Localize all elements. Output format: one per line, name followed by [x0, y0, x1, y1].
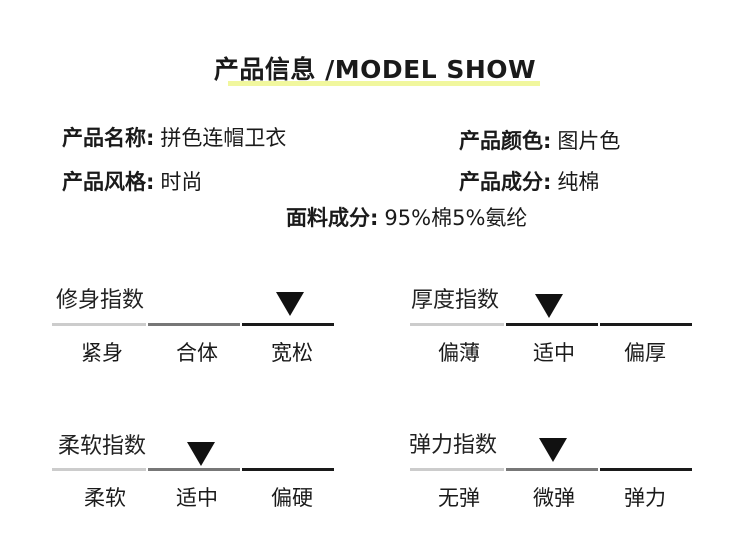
scale-fit-marker — [276, 292, 304, 316]
scale-softness-option-2: 适中 — [176, 486, 218, 510]
scale-elasticity-title: 弹力指数 — [409, 433, 498, 458]
scale-fit-bar-3 — [242, 323, 334, 326]
scale-thickness-title: 厚度指数 — [411, 288, 500, 313]
scale-softness-option-1: 柔软 — [84, 486, 126, 510]
info-color-value: 图片色 — [557, 129, 621, 153]
scale-fit-option-3: 宽松 — [271, 341, 313, 365]
scale-softness-bar-1 — [52, 468, 146, 471]
scale-thickness-bar-2 — [506, 323, 598, 326]
scale-thickness-bar-1 — [410, 323, 504, 326]
scale-elasticity-bar-2 — [506, 468, 598, 471]
info-fabric: 面料成分:95%棉5%氨纶 — [286, 202, 527, 232]
info-style-value: 时尚 — [160, 170, 203, 194]
info-composition: 产品成分:纯棉 — [459, 166, 599, 196]
scale-fit-bar-1 — [52, 323, 146, 326]
title-highlight — [227, 81, 541, 86]
title-wrap: 产品信息 /MODEL SHOW — [210, 50, 541, 86]
scale-softness-bar-2 — [148, 468, 240, 471]
scale-thickness-marker — [535, 294, 563, 318]
scale-softness-marker — [187, 442, 215, 466]
scale-elasticity-bar-3 — [600, 468, 692, 471]
scale-thickness-bar-3 — [600, 323, 692, 326]
info-composition-value: 纯棉 — [557, 170, 600, 194]
scale-elasticity-option-2: 微弹 — [533, 486, 575, 510]
scale-fit-option-2: 合体 — [176, 341, 218, 365]
page-title: 产品信息 /MODEL SHOW — [0, 50, 750, 86]
title-text: 产品信息 /MODEL SHOW — [213, 55, 537, 84]
info-color-label: 产品颜色: — [459, 129, 552, 153]
info-name: 产品名称:拼色连帽卫衣 — [62, 122, 286, 152]
scale-fit-bar-2 — [148, 323, 240, 326]
info-fabric-value: 95%棉5%氨纶 — [384, 206, 528, 230]
scale-softness-title: 柔软指数 — [58, 434, 147, 459]
scale-fit-title: 修身指数 — [56, 288, 145, 313]
scale-elasticity-option-3: 弹力 — [624, 486, 666, 510]
info-style: 产品风格:时尚 — [62, 166, 202, 196]
scale-thickness-option-2: 适中 — [533, 341, 575, 365]
scale-elasticity-option-1: 无弹 — [438, 486, 480, 510]
scale-fit-option-1: 紧身 — [81, 341, 123, 365]
info-name-value: 拼色连帽卫衣 — [160, 126, 287, 150]
scale-thickness-option-3: 偏厚 — [624, 341, 666, 365]
info-style-label: 产品风格: — [62, 170, 155, 194]
scale-softness-bar-3 — [242, 468, 334, 471]
info-fabric-label: 面料成分: — [286, 206, 379, 230]
scale-softness-option-3: 偏硬 — [271, 486, 313, 510]
info-name-label: 产品名称: — [62, 126, 155, 150]
scale-thickness-option-1: 偏薄 — [438, 341, 480, 365]
info-color: 产品颜色:图片色 — [459, 125, 620, 155]
scale-elasticity-bar-1 — [410, 468, 504, 471]
info-composition-label: 产品成分: — [459, 170, 552, 194]
scale-elasticity-marker — [539, 438, 567, 462]
